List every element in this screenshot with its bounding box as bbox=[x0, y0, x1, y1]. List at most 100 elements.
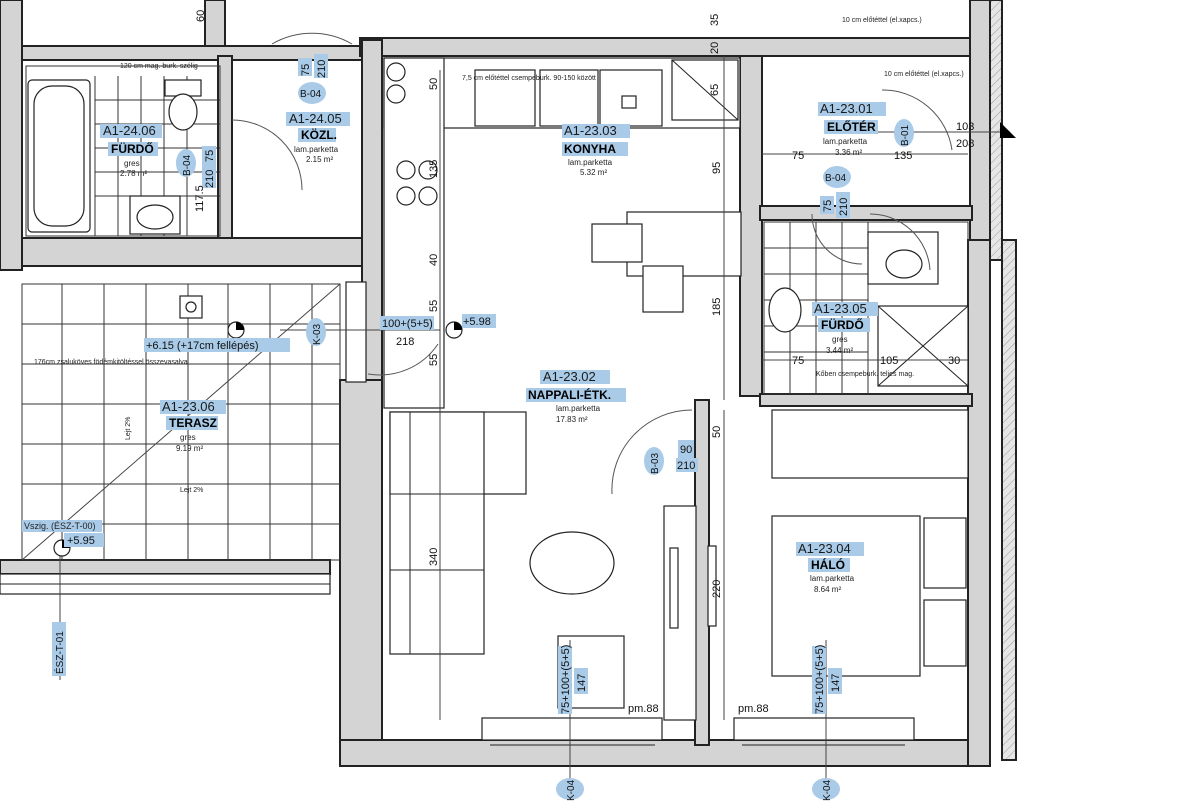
dim-text: pm.88 bbox=[738, 703, 769, 715]
dim-text: 75 bbox=[822, 200, 834, 212]
note-text: 120 cm mag. burk. szélig bbox=[120, 63, 198, 70]
level-text: +6.15 (+17cm fellépés) bbox=[146, 340, 259, 352]
room-id: A1-24.05 bbox=[289, 111, 342, 126]
dim-text: 75 bbox=[300, 64, 312, 76]
dimension-texts: 60 35 20 75 210 50 65 135 95 40 55 55 18… bbox=[194, 10, 974, 715]
room-floor: gres bbox=[124, 159, 140, 168]
door-tag: B-01 bbox=[900, 124, 911, 146]
level-text: +5.98 bbox=[463, 316, 491, 328]
room-area: 2.78 m² bbox=[120, 169, 147, 178]
room-area: 17.83 m² bbox=[556, 415, 588, 424]
room-id: A1-23.02 bbox=[543, 369, 596, 384]
room-labels: A1-24.06 FÜRDŐ gres 2.78 m² A1-24.05 KÖZ… bbox=[103, 101, 876, 594]
dim-text: 100+(5+5) bbox=[382, 318, 433, 330]
room-id: A1-23.03 bbox=[564, 123, 617, 138]
room-id: A1-23.06 bbox=[162, 399, 215, 414]
room-floor: gres bbox=[832, 335, 848, 344]
room-floor: lam.parketta bbox=[823, 137, 868, 146]
dim-text: 135 bbox=[894, 150, 912, 162]
dim-text: 210 bbox=[838, 198, 850, 216]
label-highlights bbox=[100, 102, 886, 572]
level-text: Vszig. (ÉSZ-T-00) bbox=[24, 521, 96, 531]
dim-text: 147 bbox=[830, 674, 842, 692]
door-swings bbox=[231, 32, 953, 495]
dim-text: 75+100+(5+5) bbox=[814, 645, 826, 714]
room-name: NAPPALI-ÉTK. bbox=[528, 387, 611, 402]
room-area: 8.64 m² bbox=[814, 585, 841, 594]
room-floor: lam.parketta bbox=[810, 574, 855, 583]
door-tag: B-03 bbox=[650, 452, 661, 474]
level-texts: +5.98 +6.15 (+17cm fellépés) +5.95 Vszig… bbox=[22, 314, 496, 547]
room-area: 5.32 m² bbox=[580, 168, 607, 177]
door-tag: K-03 bbox=[312, 323, 323, 345]
dim-text: 75 bbox=[204, 150, 216, 162]
room-name: KÖZL. bbox=[301, 127, 337, 142]
room-floor: gres bbox=[180, 433, 196, 442]
dim-text: 30 bbox=[948, 355, 960, 367]
note-text: 10 cm előtéttel (el.xapcs.) bbox=[842, 17, 922, 24]
room-name: FÜRDŐ bbox=[111, 141, 154, 156]
dim-text: 75 bbox=[792, 150, 804, 162]
door-tag: K-04 bbox=[822, 779, 833, 801]
room-floor: lam.parketta bbox=[294, 145, 339, 154]
room-id: A1-24.06 bbox=[103, 123, 156, 138]
level-text: +5.95 bbox=[67, 535, 95, 547]
room-id: A1-23.05 bbox=[814, 301, 867, 316]
dim-text: 210 bbox=[204, 170, 216, 188]
dim-text: 55 bbox=[428, 354, 440, 366]
room-name: ELŐTÉR bbox=[827, 119, 876, 134]
dim-text: 50 bbox=[711, 426, 723, 438]
dim-text: 103 bbox=[956, 121, 974, 133]
notes: 10 cm előtéttel (el.xapcs.) 10 cm előtét… bbox=[34, 17, 964, 494]
dim-text: 60 bbox=[195, 10, 207, 22]
note-text: 176cm zsaluköves födémkitöltéssel összev… bbox=[34, 359, 188, 366]
room-floor: lam.parketta bbox=[556, 404, 601, 413]
dim-text: 210 bbox=[677, 460, 695, 472]
room-area: 2.15 m² bbox=[306, 155, 333, 164]
dim-text: 218 bbox=[396, 336, 414, 348]
room-id: A1-23.04 bbox=[798, 541, 851, 556]
room-id: A1-23.01 bbox=[820, 101, 873, 116]
dim-text: 55 bbox=[428, 300, 440, 312]
note-text: Lejt 2% bbox=[125, 417, 132, 440]
door-tag: B-04 bbox=[182, 154, 193, 176]
door-tag: B-04 bbox=[825, 173, 847, 184]
dim-text: 90 bbox=[680, 444, 692, 456]
room-floor: lam.parketta bbox=[568, 158, 613, 167]
room-name: FÜRDŐ bbox=[821, 317, 864, 332]
dim-text: 50 bbox=[428, 78, 440, 90]
dim-text: 135 bbox=[428, 160, 440, 178]
dim-text: 210 bbox=[316, 60, 328, 78]
room-area: 3.36 m² bbox=[835, 148, 862, 157]
room-name: HÁLÓ bbox=[811, 557, 845, 572]
dim-text: 75+100+(5+5) bbox=[560, 645, 572, 714]
note-text: 7,5 cm előtéttel csempeburk. 90-150 közö… bbox=[462, 75, 596, 82]
door-tag: B-04 bbox=[300, 89, 322, 100]
door-tag: ÉSZ-T-01 bbox=[53, 631, 66, 674]
dim-text: 105 bbox=[880, 355, 898, 367]
walls bbox=[0, 0, 1017, 767]
room-area: 9.19 m² bbox=[176, 444, 203, 453]
room-area: 3.44 m² bbox=[826, 346, 853, 355]
dim-text: 40 bbox=[428, 254, 440, 266]
dim-text: 208 bbox=[956, 138, 974, 150]
dim-text: 340 bbox=[428, 548, 440, 566]
door-tag: K-04 bbox=[566, 779, 577, 801]
dim-text: pm.88 bbox=[628, 703, 659, 715]
dim-text: 35 bbox=[709, 14, 721, 26]
room-name: TERASZ bbox=[169, 416, 217, 430]
dim-text: 117.5 bbox=[194, 185, 206, 212]
dim-text: 75 bbox=[792, 355, 804, 367]
dim-text: 95 bbox=[711, 162, 723, 174]
furniture bbox=[0, 57, 969, 746]
dim-text: 185 bbox=[711, 298, 723, 316]
dim-text: 147 bbox=[576, 674, 588, 692]
note-text: Lejt 2% bbox=[180, 487, 203, 494]
note-text: 10 cm előtéttel (el.xapcs.) bbox=[884, 71, 964, 78]
room-name: KONYHA bbox=[564, 142, 616, 156]
door-tags: B-04 B-04 B-01 B-04 B-03 K-03 K-04 K-04 … bbox=[52, 82, 914, 801]
dim-text: 220 bbox=[711, 580, 723, 598]
level-markers bbox=[53, 122, 1016, 557]
dim-text: 65 bbox=[709, 84, 721, 96]
